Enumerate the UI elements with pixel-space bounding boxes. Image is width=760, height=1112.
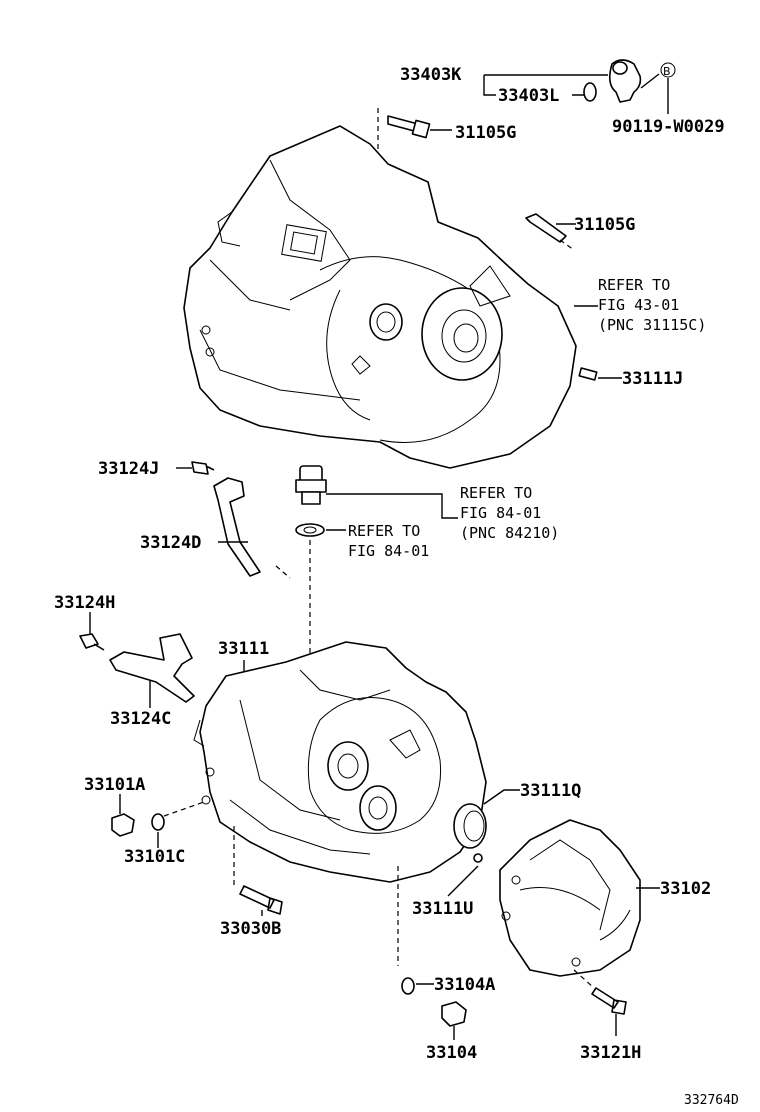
- plug-33101A: [111, 813, 135, 837]
- label-33403L: 33403L: [498, 86, 559, 106]
- label-33124D: 33124D: [140, 533, 201, 553]
- bolt-33124J: [191, 461, 215, 475]
- transmission-case-33111: [193, 641, 487, 883]
- label-31105G-top: 31105G: [455, 123, 516, 143]
- ref-fig43-line2: FIG 43-01: [598, 296, 679, 314]
- ref-fig43-line1: REFER TO: [598, 276, 670, 294]
- label-33403K: 33403K: [400, 65, 462, 85]
- gasket-33104A: [401, 977, 415, 995]
- label-33111: 33111: [218, 639, 269, 659]
- label-33124J: 33124J: [98, 459, 159, 479]
- label-33121H: 33121H: [580, 1043, 641, 1063]
- bolt-33030B: [239, 885, 283, 915]
- label-33104: 33104: [426, 1043, 477, 1063]
- case-cover-33102: [499, 819, 641, 977]
- label-33104A: 33104A: [434, 975, 495, 995]
- drain-plug-33104: [441, 1001, 467, 1027]
- transaxle-housing-upper: [183, 125, 577, 469]
- label-33102: 33102: [660, 879, 711, 899]
- bearing-assembly-33403: [583, 59, 676, 114]
- ref-fig84a-line1: REFER TO: [460, 484, 532, 502]
- gasket-33101C: [151, 813, 165, 831]
- dowel-33111U: [473, 853, 483, 863]
- ref-fig84a-line2: FIG 84-01: [460, 504, 541, 522]
- switch-assembly: [295, 465, 327, 660]
- label-33124C: 33124C: [110, 709, 171, 729]
- ref-fig84b-line1: REFER TO: [348, 522, 420, 540]
- bracket-33124D: [213, 477, 261, 577]
- label-33111J: 33111J: [622, 369, 683, 389]
- leader-33403: [483, 74, 608, 96]
- ref-fig84b-line2: FIG 84-01: [348, 542, 429, 560]
- bolt-31105G-right: [525, 213, 575, 251]
- oil-seal-33111Q: [453, 803, 487, 849]
- dowel-pin-33111J: [578, 367, 598, 381]
- label-33101C: 33101C: [124, 847, 185, 867]
- label-33111U: 33111U: [412, 899, 473, 919]
- ref-fig43-line3: (PNC 31115C): [598, 316, 706, 334]
- label-33030B: 33030B: [220, 919, 281, 939]
- ref-fig84a-line3: (PNC 84210): [460, 524, 559, 542]
- label-90119-W0029: 90119-W0029: [612, 117, 725, 137]
- bolt-33124H: [79, 633, 105, 651]
- label-33124H: 33124H: [54, 593, 115, 613]
- figure-id: 332764D: [684, 1093, 739, 1108]
- bolt-31105G-top: [377, 108, 431, 158]
- circle-b-mark: B: [663, 65, 671, 78]
- label-31105G-right: 31105G: [574, 215, 635, 235]
- label-33101A: 33101A: [84, 775, 145, 795]
- bracket-33124C: [109, 633, 195, 703]
- bolt-33121H: [591, 987, 627, 1015]
- label-33111Q: 33111Q: [520, 781, 581, 801]
